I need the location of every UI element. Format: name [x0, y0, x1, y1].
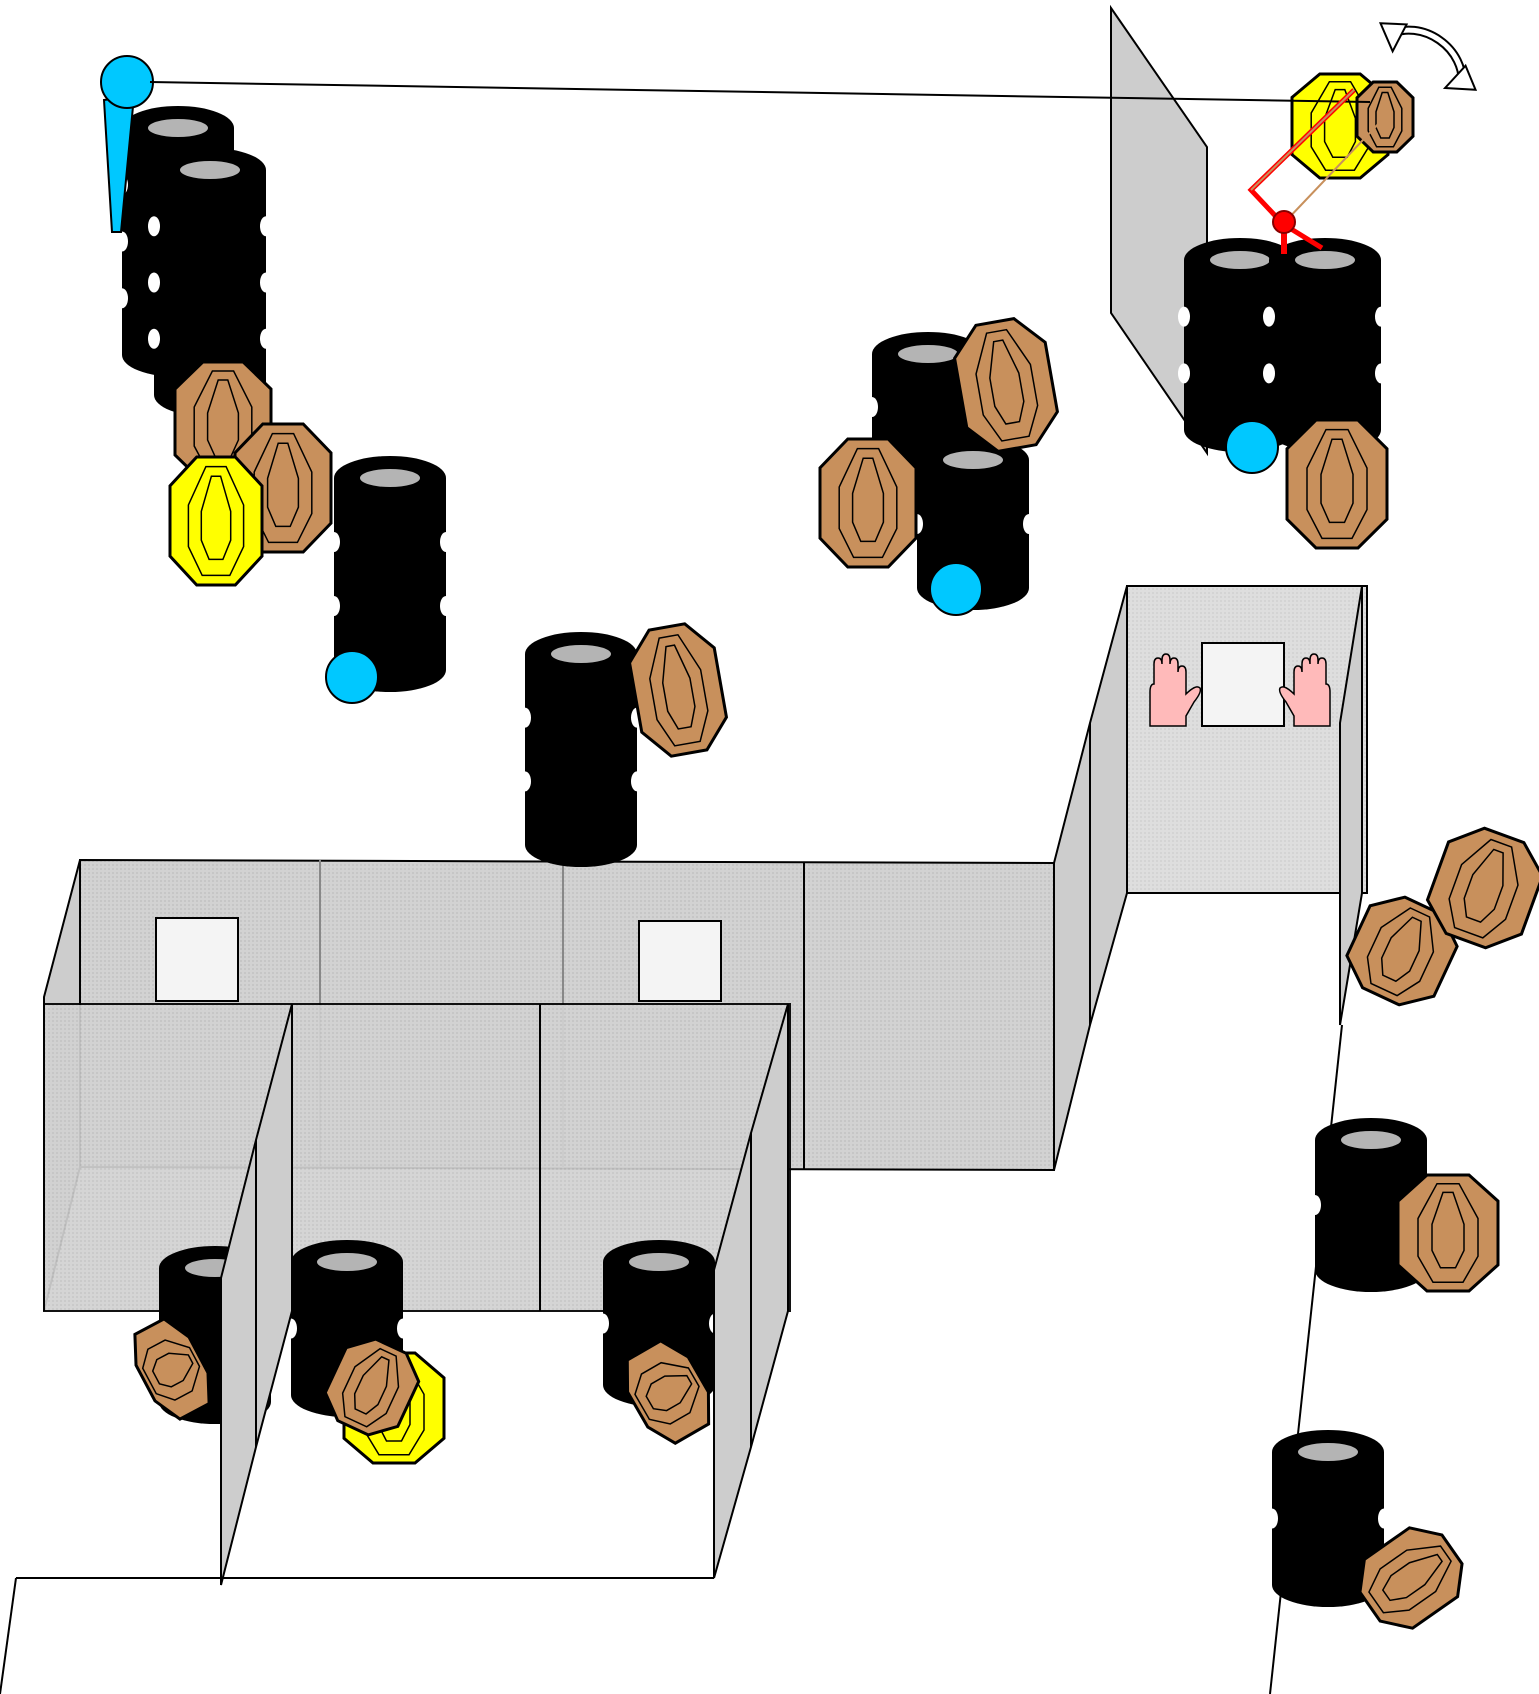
paper-target: [1358, 1526, 1464, 1630]
corridor-angled-wall: [1053, 722, 1091, 1171]
window-opening-1: [155, 917, 239, 1002]
paper-target: [1285, 418, 1389, 550]
pivot-point: [1272, 210, 1296, 234]
steel-poppers: [100, 55, 1279, 704]
start-box-left-wall: [1089, 585, 1128, 1026]
start-box: [1089, 585, 1368, 1026]
window-opening-2: [638, 920, 722, 1002]
paper-target: [1345, 895, 1459, 1007]
hand-icon: [1149, 653, 1202, 727]
start-table: [1201, 642, 1285, 727]
barricade-panel-top: [1110, 4, 1208, 457]
paper-target: [323, 1337, 421, 1437]
steel-popper: [929, 562, 983, 616]
curved-double-arrow-icon: [1378, 22, 1478, 91]
partition-right-b: [750, 1003, 789, 1448]
room-partitions: [220, 1003, 789, 1586]
front-rooms: [43, 1003, 791, 1312]
steel-popper: [325, 650, 379, 704]
front-room-wall: [43, 1003, 791, 1312]
hand-icon: [1278, 653, 1331, 727]
start-box-right-wall: [1339, 585, 1363, 1026]
no-shoot-target: [168, 455, 264, 587]
paper-target: [1355, 80, 1415, 154]
swinging-target-mechanism: [1247, 88, 1383, 254]
start-box-back-wall: [1126, 585, 1368, 894]
paper-target: [1425, 826, 1539, 950]
tire-stacks: [116, 106, 1433, 1607]
paper-target: [818, 437, 918, 569]
steel-popper: [100, 55, 154, 233]
paper-targets: [133, 72, 1539, 1630]
paper-target: [133, 1317, 211, 1421]
paper-target: [1396, 1173, 1500, 1293]
paper-target: [627, 622, 729, 758]
steel-popper: [1225, 420, 1279, 474]
fault-line-left: [0, 1577, 17, 1694]
tire-stack: [519, 632, 643, 867]
paper-target: [953, 317, 1059, 453]
paper-target: [625, 1339, 711, 1445]
activation-cable: [149, 81, 1371, 103]
start-hands: [1149, 653, 1331, 727]
partition-left-b: [255, 1003, 293, 1448]
